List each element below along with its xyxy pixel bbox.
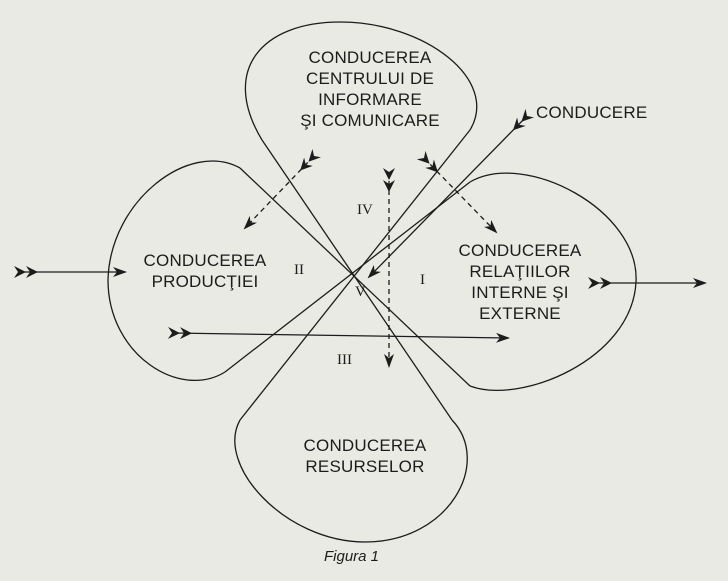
node-line: CENTRULUI DE	[305, 69, 435, 88]
horizontal-arrow	[167, 326, 510, 343]
node-line: PRODUCŢIEI	[151, 272, 259, 291]
node-line: EXTERNE	[479, 304, 561, 323]
node-line: CONDUCEREA	[143, 251, 267, 270]
zone-ii: II	[294, 262, 304, 278]
node-line: ŞI COMUNICARE	[300, 111, 440, 130]
node-line: INFORMARE	[318, 90, 422, 109]
node-relations: CONDUCEREA RELAŢIILOR INTERNE ŞI EXTERNE	[445, 240, 595, 324]
dashed-arrow-to-relations	[416, 150, 498, 234]
dashed-arrow-to-production	[243, 148, 322, 230]
zone-iv: IV	[357, 202, 373, 218]
node-line: RELAŢIILOR	[469, 262, 571, 281]
node-line: INTERNE ŞI	[471, 283, 569, 302]
zone-iii: III	[337, 352, 352, 368]
zone-v: V	[355, 284, 366, 300]
zone-i: I	[420, 272, 425, 288]
figure-caption: Figura 1	[324, 548, 380, 565]
node-line: CONDUCEREA	[308, 48, 432, 67]
node-line: CONDUCEREA	[458, 241, 582, 260]
node-resources: CONDUCEREA RESURSELOR	[290, 435, 440, 477]
lobe-bottom	[234, 419, 468, 543]
lobe-left	[107, 160, 241, 382]
node-line: CONDUCEREA	[303, 436, 427, 455]
node-information-center: CONDUCEREA CENTRULUI DE INFORMARE ŞI COM…	[285, 47, 455, 131]
external-conducere-label: CONDUCERE	[536, 103, 648, 122]
lobe-top	[244, 21, 478, 141]
node-production: CONDUCEREA PRODUCŢIEI	[125, 250, 285, 292]
node-line: RESURSELOR	[305, 457, 425, 476]
